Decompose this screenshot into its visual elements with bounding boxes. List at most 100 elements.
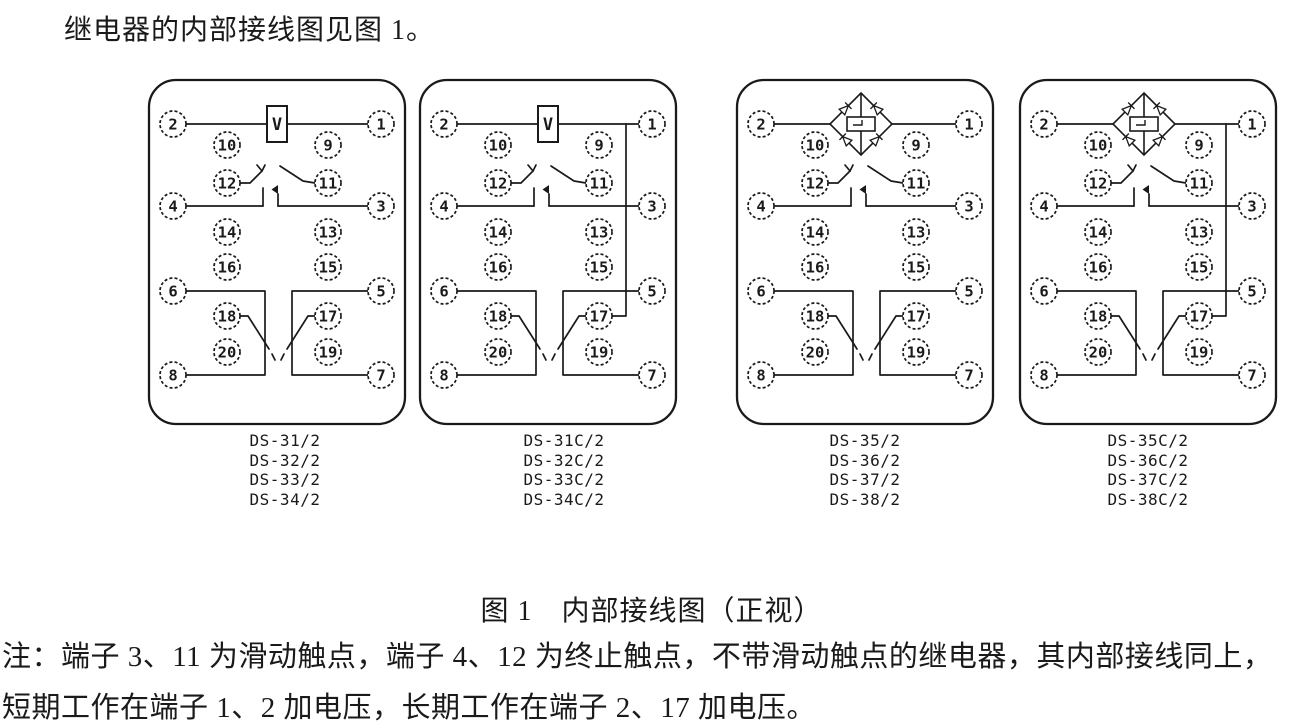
svg-text:6: 6: [756, 283, 765, 301]
svg-text:6: 6: [439, 283, 448, 301]
svg-text:15: 15: [319, 259, 338, 277]
svg-text:19: 19: [907, 344, 926, 362]
voltage-coil-symbol: V: [537, 105, 559, 143]
svg-text:13: 13: [1190, 224, 1209, 242]
terminal-11: 11: [902, 169, 930, 197]
svg-text:5: 5: [376, 283, 385, 301]
svg-text:3: 3: [1247, 198, 1256, 216]
terminal-17: 17: [314, 302, 342, 330]
terminal-3: 3: [1238, 192, 1266, 220]
terminal-8: 8: [747, 361, 775, 389]
svg-text:17: 17: [319, 308, 338, 326]
svg-text:10: 10: [489, 137, 508, 155]
svg-text:10: 10: [1089, 137, 1108, 155]
terminal-4: 4: [430, 192, 458, 220]
svg-text:17: 17: [907, 308, 926, 326]
svg-text:5: 5: [964, 283, 973, 301]
svg-text:1: 1: [1247, 116, 1256, 134]
terminal-11: 11: [1185, 169, 1213, 197]
svg-text:19: 19: [1190, 344, 1209, 362]
svg-text:3: 3: [376, 198, 385, 216]
terminal-9: 9: [1185, 131, 1213, 159]
terminal-4: 4: [747, 192, 775, 220]
svg-text:9: 9: [594, 137, 603, 155]
terminal-20: 20: [801, 338, 829, 366]
svg-text:6: 6: [168, 283, 177, 301]
terminal-12: 12: [801, 169, 829, 197]
rectifier-bridge-symbol: [1111, 91, 1177, 157]
model-name: DS-38C/2: [1107, 489, 1189, 509]
svg-text:14: 14: [218, 224, 237, 242]
terminal-12: 12: [213, 169, 241, 197]
terminal-11: 11: [585, 169, 613, 197]
svg-text:6: 6: [1039, 283, 1048, 301]
svg-text:7: 7: [1247, 367, 1256, 385]
svg-text:20: 20: [218, 344, 237, 362]
model-name: DS-37C/2: [1107, 470, 1189, 489]
svg-text:4: 4: [168, 198, 177, 216]
svg-text:1: 1: [376, 116, 385, 134]
panel-border: [147, 78, 407, 426]
diode-icon: [868, 133, 883, 148]
terminal-10: 10: [213, 131, 241, 159]
svg-text:9: 9: [1194, 137, 1203, 155]
svg-text:3: 3: [964, 198, 973, 216]
svg-text:V: V: [543, 115, 553, 135]
voltage-coil-symbol: V: [266, 105, 288, 143]
svg-text:19: 19: [590, 344, 609, 362]
terminal-9: 9: [585, 131, 613, 159]
svg-text:14: 14: [1089, 224, 1108, 242]
note-line-1: 注：端子 3、11 为滑动触点，端子 4、12 为终止触点，不带滑动触点的继电器…: [2, 641, 1273, 673]
svg-text:16: 16: [1089, 259, 1108, 277]
terminal-9: 9: [314, 131, 342, 159]
terminal-5: 5: [638, 277, 666, 305]
svg-text:8: 8: [439, 367, 448, 385]
svg-text:8: 8: [756, 367, 765, 385]
terminal-18: 18: [213, 302, 241, 330]
svg-text:17: 17: [1190, 308, 1209, 326]
terminal-10: 10: [484, 131, 512, 159]
svg-text:18: 18: [806, 308, 825, 326]
terminal-7: 7: [638, 361, 666, 389]
terminal-2: 2: [1030, 110, 1058, 138]
model-name: DS-35C/2: [1107, 431, 1189, 450]
diode-icon: [1122, 133, 1137, 148]
intro-text: 继电器的内部接线图见图 1。: [64, 15, 436, 46]
svg-text:15: 15: [590, 259, 609, 277]
model-name: DS-31C/2: [523, 431, 605, 450]
svg-text:10: 10: [218, 137, 237, 155]
terminal-8: 8: [159, 361, 187, 389]
terminal-18: 18: [801, 302, 829, 330]
terminal-20: 20: [1084, 338, 1112, 366]
terminal-16: 16: [801, 253, 829, 281]
svg-text:V: V: [272, 115, 282, 135]
terminal-1: 1: [638, 110, 666, 138]
diode-icon: [1151, 133, 1166, 148]
terminal-14: 14: [484, 218, 512, 246]
terminal-19: 19: [314, 338, 342, 366]
model-name: DS-35/2: [829, 431, 901, 450]
wires: [773, 123, 957, 376]
model-name: DS-37/2: [829, 470, 901, 489]
terminal-13: 13: [585, 218, 613, 246]
model-name: DS-33C/2: [523, 470, 605, 489]
terminal-13: 13: [902, 218, 930, 246]
terminal-3: 3: [955, 192, 983, 220]
terminal-19: 19: [1185, 338, 1213, 366]
svg-text:5: 5: [1247, 283, 1256, 301]
svg-text:8: 8: [1039, 367, 1048, 385]
terminal-4: 4: [159, 192, 187, 220]
svg-text:5: 5: [647, 283, 656, 301]
svg-text:18: 18: [218, 308, 237, 326]
diode-icon: [870, 102, 885, 117]
terminal-18: 18: [484, 302, 512, 330]
svg-text:7: 7: [647, 367, 656, 385]
rectifier-bridge-symbol: [828, 91, 894, 157]
model-name: DS-31/2: [249, 431, 321, 450]
terminal-16: 16: [213, 253, 241, 281]
diode-icon: [837, 102, 852, 117]
terminal-3: 3: [638, 192, 666, 220]
terminal-16: 16: [1084, 253, 1112, 281]
model-name: DS-38/2: [829, 489, 901, 509]
